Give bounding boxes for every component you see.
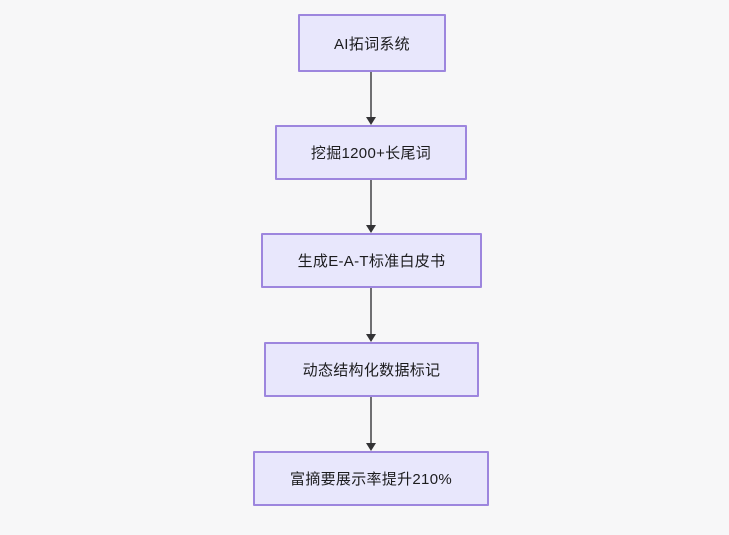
flowchart-connector-3	[366, 288, 376, 342]
flowchart-connector-4	[366, 397, 376, 451]
flowchart-connector-1	[366, 72, 376, 125]
flowchart-node-label: 动态结构化数据标记	[302, 362, 441, 379]
flowchart-node-dynamic-structured-data[interactable]: 动态结构化数据标记	[264, 342, 479, 397]
arrow-down-icon	[366, 117, 376, 125]
arrow-down-icon	[366, 443, 376, 451]
connector-line	[370, 180, 372, 226]
flowchart-node-label: 生成E-A-T标准白皮书	[297, 253, 446, 270]
arrow-down-icon	[366, 334, 376, 342]
flowchart-node-rich-snippet-uplift[interactable]: 富摘要展示率提升210%	[253, 451, 489, 506]
connector-line	[370, 288, 372, 335]
flowchart-node-label: 挖掘1200+长尾词	[310, 145, 432, 162]
flowchart-node-generate-eat-whitepaper[interactable]: 生成E-A-T标准白皮书	[261, 233, 482, 288]
arrow-down-icon	[366, 225, 376, 233]
connector-line	[370, 397, 372, 444]
flowchart-node-label: AI拓词系统	[334, 35, 410, 53]
flowchart-node-ai-keyword-system[interactable]: AI拓词系统	[298, 14, 446, 72]
flowchart-node-label: 富摘要展示率提升210%	[290, 471, 452, 488]
flowchart-node-mine-longtail-keywords[interactable]: 挖掘1200+长尾词	[275, 125, 467, 180]
flowchart-connector-2	[366, 180, 376, 233]
connector-line	[370, 72, 372, 118]
